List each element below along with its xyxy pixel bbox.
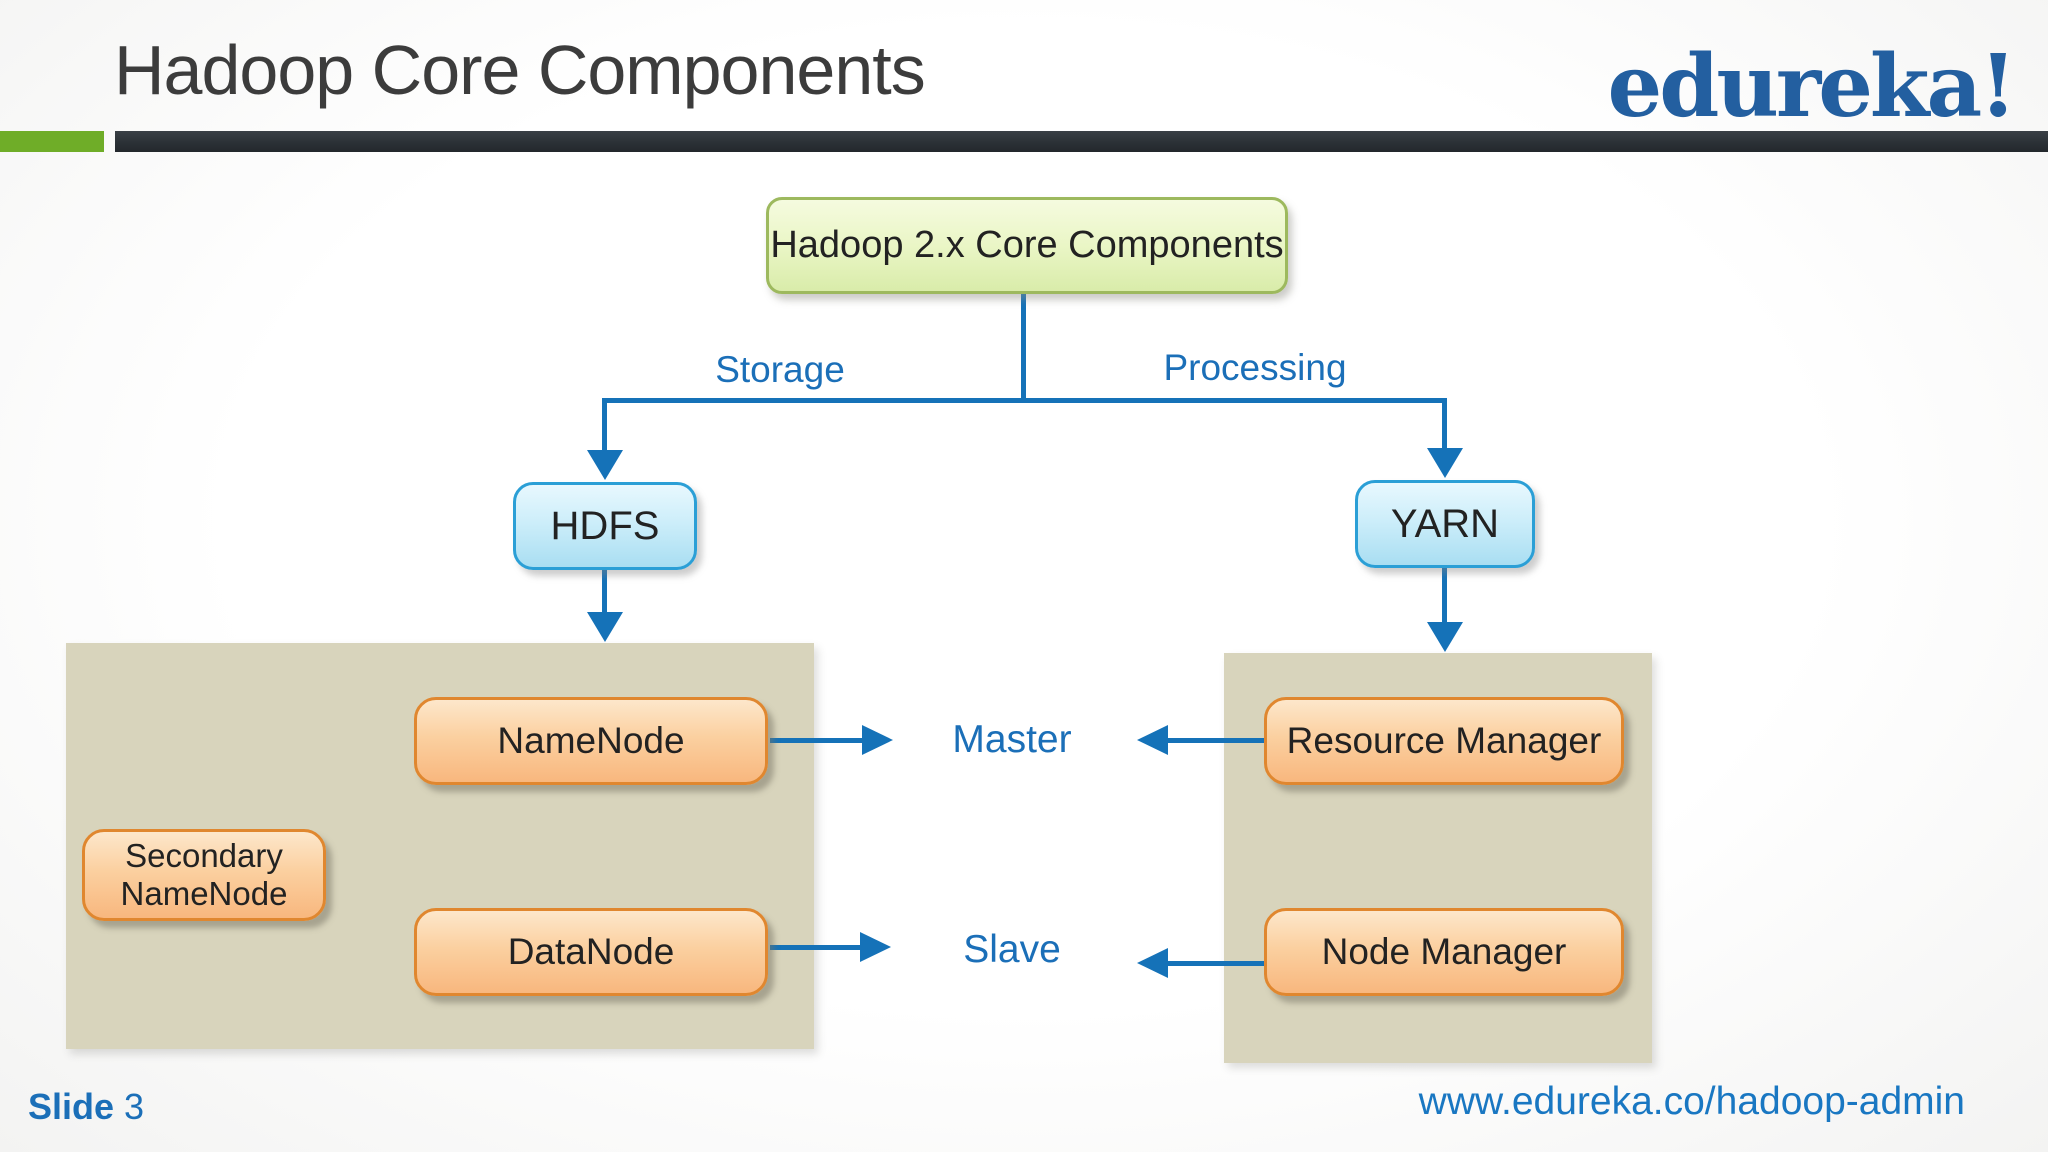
arrowhead-into-yarn-icon	[1427, 448, 1463, 478]
role-label-slave: Slave	[963, 928, 1061, 971]
connector-root-stem	[1021, 294, 1026, 400]
connector-datanode-to-slave	[770, 945, 860, 950]
connector-storage-drop	[602, 398, 607, 452]
slide-number-value: 3	[124, 1086, 145, 1127]
node-secondary-namenode: Secondary NameNode	[82, 829, 326, 921]
edureka-logo: edureka!	[1607, 36, 2017, 137]
slide-number: Slide 3	[28, 1086, 144, 1128]
slide-number-label: Slide	[28, 1086, 115, 1127]
node-hadoop-2x-core-components: Hadoop 2.x Core Components	[766, 197, 1288, 294]
role-label-master: Master	[952, 718, 1072, 761]
connector-namenode-to-master	[770, 738, 862, 743]
node-node-manager: Node Manager	[1264, 908, 1624, 996]
arrowhead-master-right-icon	[1137, 725, 1168, 755]
arrowhead-into-yarn-cluster-icon	[1427, 622, 1463, 652]
page-title: Hadoop Core Components	[114, 31, 926, 109]
arrowhead-slave-right-icon	[1137, 948, 1168, 978]
node-namenode: NameNode	[414, 697, 768, 785]
arrowhead-into-hdfs-cluster-icon	[587, 612, 623, 642]
arrowhead-slave-left-icon	[860, 932, 891, 962]
node-resource-manager: Resource Manager	[1264, 697, 1624, 785]
title-underline-bar	[115, 131, 2048, 152]
connector-nodemanager-to-slave	[1168, 961, 1264, 966]
connector-yarn-to-cluster	[1442, 568, 1447, 624]
arrowhead-master-left-icon	[862, 725, 893, 755]
title-accent-green-bar	[0, 131, 104, 152]
branch-label-processing: Processing	[1163, 347, 1347, 388]
node-yarn: YARN	[1355, 480, 1535, 568]
connector-branch-crossbar	[602, 398, 1447, 403]
connector-resourcemanager-to-master	[1168, 738, 1264, 743]
connector-hdfs-to-cluster	[602, 570, 607, 614]
node-hdfs: HDFS	[513, 482, 697, 570]
arrowhead-into-hdfs-icon	[587, 450, 623, 480]
connector-processing-drop	[1442, 398, 1447, 450]
branch-label-storage: Storage	[715, 349, 845, 390]
footer-url-link[interactable]: www.edureka.co/hadoop-admin	[1418, 1080, 1965, 1123]
node-datanode: DataNode	[414, 908, 768, 996]
